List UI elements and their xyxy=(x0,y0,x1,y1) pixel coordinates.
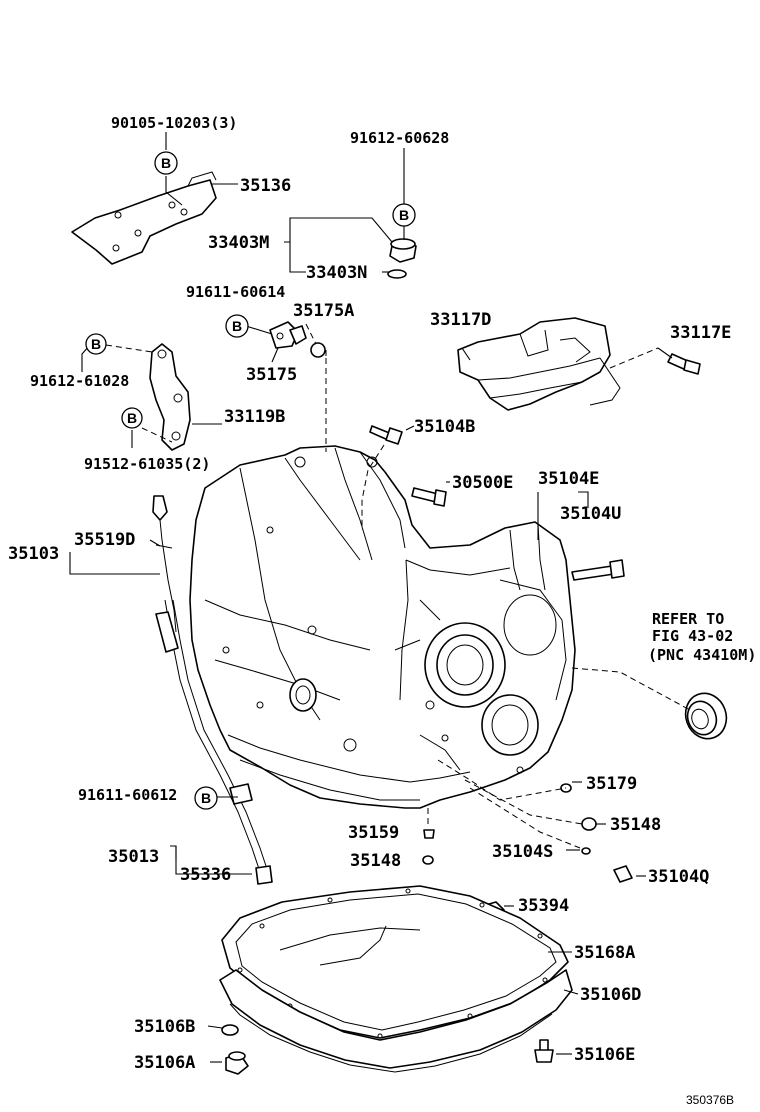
label-35104s: 35104S xyxy=(492,842,553,862)
label-35106a: 35106A xyxy=(134,1053,195,1073)
svg-text:B: B xyxy=(91,336,101,352)
dipstick-tube-35013 xyxy=(155,599,273,885)
cover-33117d xyxy=(457,317,621,411)
label-35013: 35013 xyxy=(108,847,159,867)
label-33403n: 33403N xyxy=(306,263,367,283)
seal-33403n xyxy=(387,269,407,279)
gasket-35106b xyxy=(221,1024,239,1036)
bolt-35104q xyxy=(613,865,633,883)
label-91512-61035: 91512-61035(2) xyxy=(84,455,210,473)
label-35148-right: 35148 xyxy=(610,815,661,835)
label-35104b: 35104B xyxy=(414,417,475,437)
label-35175a: 35175A xyxy=(293,301,354,321)
label-35148-left: 35148 xyxy=(350,851,401,871)
label-35106e: 35106E xyxy=(574,1045,635,1065)
label-35106b: 35106B xyxy=(134,1017,195,1037)
b-marker-1: B xyxy=(154,151,178,175)
label-91611-60612: 91611-60612 xyxy=(78,786,177,804)
oring-35175a xyxy=(310,342,326,358)
gasket-35148-left xyxy=(422,855,434,865)
label-35179: 35179 xyxy=(586,774,637,794)
dipstick-35103 xyxy=(152,495,177,633)
label-35175: 35175 xyxy=(246,365,297,385)
oil-seal-43410m xyxy=(684,692,728,740)
label-35103: 35103 xyxy=(8,544,59,564)
label-33117e: 33117E xyxy=(670,323,731,343)
label-91612-61028: 91612-61028 xyxy=(30,372,129,390)
bolt-35104u xyxy=(571,559,625,581)
b-marker-4: B xyxy=(85,333,107,355)
label-35394: 35394 xyxy=(518,896,569,916)
bracket-35136 xyxy=(71,171,217,265)
label-35159: 35159 xyxy=(348,823,399,843)
label-35136: 35136 xyxy=(240,176,291,196)
label-35106d: 35106D xyxy=(580,985,641,1005)
label-33117d: 33117D xyxy=(430,310,491,330)
label-33403m: 33403M xyxy=(208,233,269,253)
drain-plug-35106a xyxy=(225,1051,249,1075)
label-35104q: 35104Q xyxy=(648,867,709,887)
b-marker-2: B xyxy=(392,203,416,227)
refer-callout: REFER TO FIG 43-02 (PNC 43410M) xyxy=(648,610,756,664)
svg-text:B: B xyxy=(201,790,211,806)
label-35104u: 35104U xyxy=(560,504,621,524)
label-35104e: 35104E xyxy=(538,469,599,489)
diagram-code: 350376B xyxy=(686,1093,734,1107)
plug-35159 xyxy=(423,829,435,839)
sensor-35175 xyxy=(269,321,307,349)
gasket-35148-right xyxy=(581,817,597,831)
label-30500e: 30500E xyxy=(452,473,513,493)
bolt-30500e xyxy=(411,487,447,507)
bolt-35106e xyxy=(534,1039,554,1063)
svg-text:B: B xyxy=(399,207,409,223)
svg-text:B: B xyxy=(127,410,137,426)
svg-text:B: B xyxy=(232,318,242,334)
b-marker-5: B xyxy=(121,407,143,429)
refer-line-2: FIG 43-02 xyxy=(652,627,733,645)
b-marker-3: B xyxy=(225,314,249,338)
b-marker-6: B xyxy=(194,786,218,810)
label-35168a: 35168A xyxy=(574,943,635,963)
leader-lines xyxy=(69,132,691,1063)
bracket-33119b xyxy=(149,343,191,451)
bolt-35104b xyxy=(369,425,403,445)
label-35519d: 35519D xyxy=(74,530,135,550)
plug-35104s xyxy=(581,847,591,855)
plug-33403m xyxy=(389,238,417,263)
refer-line-1: REFER TO xyxy=(652,610,724,628)
refer-line-3: (PNC 43410M) xyxy=(648,646,756,664)
label-33119b: 33119B xyxy=(224,407,285,427)
oil-pan-35106d xyxy=(219,925,573,1073)
label-90105-10203: 90105-10203(3) xyxy=(111,114,237,132)
label-91611-60614: 91611-60614 xyxy=(186,283,285,301)
label-35336: 35336 xyxy=(180,865,231,885)
bolt-33117e xyxy=(667,353,701,375)
transaxle-housing xyxy=(189,445,576,809)
label-91612-60628: 91612-60628 xyxy=(350,129,449,147)
svg-text:B: B xyxy=(161,155,171,171)
